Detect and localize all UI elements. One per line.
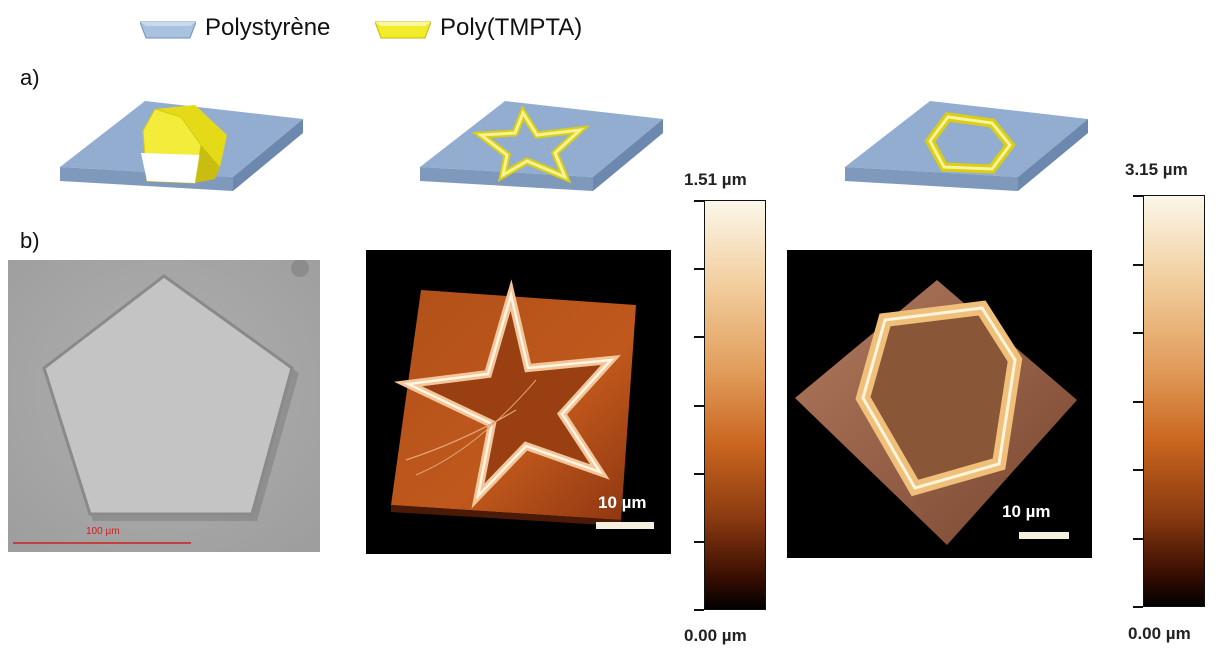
colorbar2-tick: [1133, 401, 1143, 403]
afm-hexagon-scale-label: 10 µm: [1002, 502, 1051, 521]
schematic-star: [420, 101, 663, 191]
poly-tmpta-swatch: [375, 21, 431, 39]
colorbar2-tick: [1133, 264, 1143, 266]
colorbar2-tick: [1133, 538, 1143, 540]
colorbar2-tick: [1133, 606, 1143, 608]
polystyrene-swatch: [140, 21, 196, 39]
afm-star-image: 10 µm: [366, 250, 671, 554]
legend-label-poly-tmpta: Poly(TMPTA): [440, 14, 583, 41]
colorbar1: [704, 200, 766, 610]
panel-label-a: a): [20, 65, 40, 90]
optical-micrograph: 100 µm: [8, 260, 320, 552]
panel-label-b: b): [20, 228, 40, 253]
afm-hexagon-surface: [795, 280, 1077, 545]
colorbar2-min-label: 0.00 µm: [1128, 624, 1191, 643]
colorbar1-tick: [694, 473, 704, 475]
legend: Polystyrène Poly(TMPTA): [140, 14, 620, 46]
colorbar1-tick: [694, 405, 704, 407]
optical-scale-label: 100 µm: [86, 526, 120, 537]
colorbar1-tick: [694, 200, 704, 202]
colorbar2-tick: [1133, 332, 1143, 334]
afm-hexagon-image: 10 µm: [787, 250, 1092, 558]
afm-star-scale-label: 10 µm: [598, 493, 647, 512]
colorbar2-tick: [1133, 469, 1143, 471]
pentagon-feature: [8, 260, 320, 552]
legend-label-polystyrene: Polystyrène: [205, 14, 331, 41]
schematic-hexagon: [845, 101, 1088, 191]
colorbar1-min-label: 0.00 µm: [684, 626, 747, 645]
colorbar2-max-label: 3.15 µm: [1125, 160, 1188, 179]
colorbar1-tick: [694, 609, 704, 611]
colorbar2-tick: [1133, 195, 1143, 197]
colorbar1-tick: [694, 268, 704, 270]
colorbar2: [1143, 195, 1205, 607]
colorbar1-tick: [694, 541, 704, 543]
schematic-pentagon: [60, 101, 303, 191]
afm-star-surface: [391, 279, 654, 529]
colorbar1-tick: [694, 336, 704, 338]
colorbar1-max-label: 1.51 µm: [684, 170, 747, 189]
